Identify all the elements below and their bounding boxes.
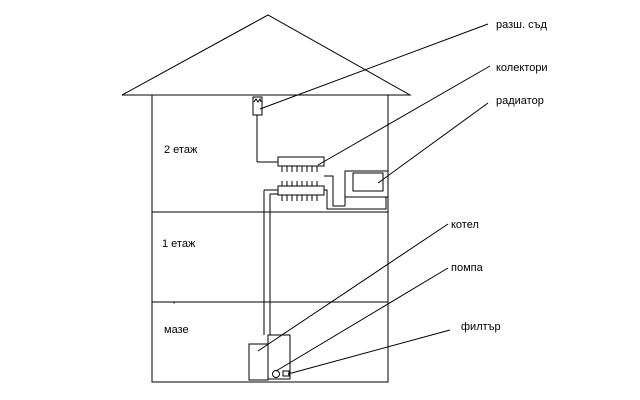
pipe-collector-radiator-return (324, 189, 387, 210)
label-pump: помпа (451, 262, 484, 274)
speck (173, 302, 175, 304)
expansion-tank (252, 96, 263, 116)
collector-lower (277, 181, 325, 201)
radiator (344, 170, 389, 198)
floor-label-second: 2 етаж (164, 144, 198, 156)
leader-radiator (377, 102, 489, 184)
pipe-collector-radiator-supply (324, 175, 345, 207)
pump (272, 370, 280, 378)
leader-filter (287, 329, 451, 375)
boiler (248, 343, 269, 381)
collector-upper (277, 156, 325, 172)
label-radiator: радиатор (496, 95, 544, 107)
roof (121, 14, 412, 96)
leader-boiler (257, 223, 449, 352)
label-filter: филтър (461, 321, 501, 333)
leader-expansion-tank (259, 23, 489, 110)
house-outline (151, 94, 389, 383)
label-collectors: колектори (496, 62, 548, 74)
leader-collectors (317, 65, 491, 166)
leader-pump (275, 267, 449, 372)
label-boiler: котел (451, 219, 479, 231)
boiler-frame (267, 334, 291, 380)
label-expansion-tank: разш. съд (496, 19, 547, 31)
floor-label-first: 1 етаж (162, 238, 196, 250)
floor-label-basement: мазе (164, 324, 189, 336)
